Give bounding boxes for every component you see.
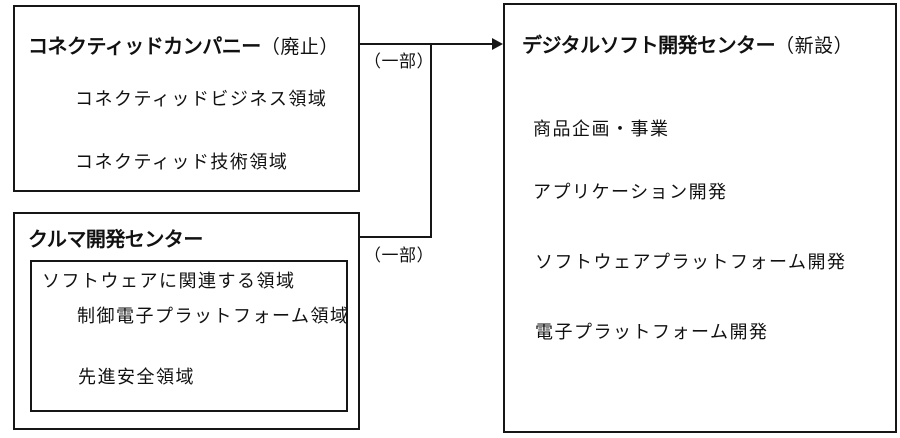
digital-center-title-text: デジタルソフト開発センター [522, 35, 776, 57]
partial-label-top: （一部） [364, 52, 434, 71]
electronics-platform-dev-label: 電子プラットフォーム開発 [535, 322, 769, 342]
software-platform-dev-label: ソフトウェアプラットフォーム開発 [535, 252, 847, 272]
connector-bottom-horizontal-line [360, 236, 432, 238]
digital-center-status: （新設） [775, 36, 854, 57]
product-planning-label: 商品企画・事業 [533, 119, 670, 139]
car-dev-center-title: クルマ開発センター [28, 229, 203, 251]
connected-company-title-text: コネクティッドカンパニー [28, 36, 261, 58]
connected-company-title: コネクティッドカンパニー（廃止） [28, 36, 339, 59]
software-related-group-box: ソフトウェアに関連する領域 制御電子プラットフォーム領域 先進安全領域 [30, 260, 348, 412]
box-car-dev-center: クルマ開発センター ソフトウェアに関連する領域 制御電子プラットフォーム領域 先… [13, 212, 360, 430]
car-dev-center-title-text: クルマ開発センター [28, 229, 203, 251]
box-connected-company: コネクティッドカンパニー（廃止） コネクティッドビジネス領域 コネクティッド技術… [13, 5, 360, 192]
arrow-head-icon [492, 38, 503, 50]
application-dev-label: アプリケーション開発 [533, 182, 728, 202]
connector-vertical-line [430, 43, 432, 238]
control-electronics-platform-label: 制御電子プラットフォーム領域 [77, 306, 350, 326]
connected-company-status: （廃止） [260, 37, 339, 58]
digital-center-title: デジタルソフト開発センター（新設） [522, 35, 853, 58]
connected-business-domain-label: コネクティッドビジネス領域 [75, 89, 328, 109]
software-related-domain-label: ソフトウェアに関連する領域 [42, 271, 296, 291]
partial-label-bottom: （一部） [364, 246, 434, 265]
connector-top-horizontal-line [360, 43, 493, 45]
box-digital-soft-center: デジタルソフト開発センター（新設） 商品企画・事業 アプリケーション開発 ソフト… [503, 3, 897, 433]
advanced-safety-label: 先進安全領域 [78, 367, 195, 387]
connected-tech-domain-label: コネクティッド技術領域 [75, 152, 289, 172]
